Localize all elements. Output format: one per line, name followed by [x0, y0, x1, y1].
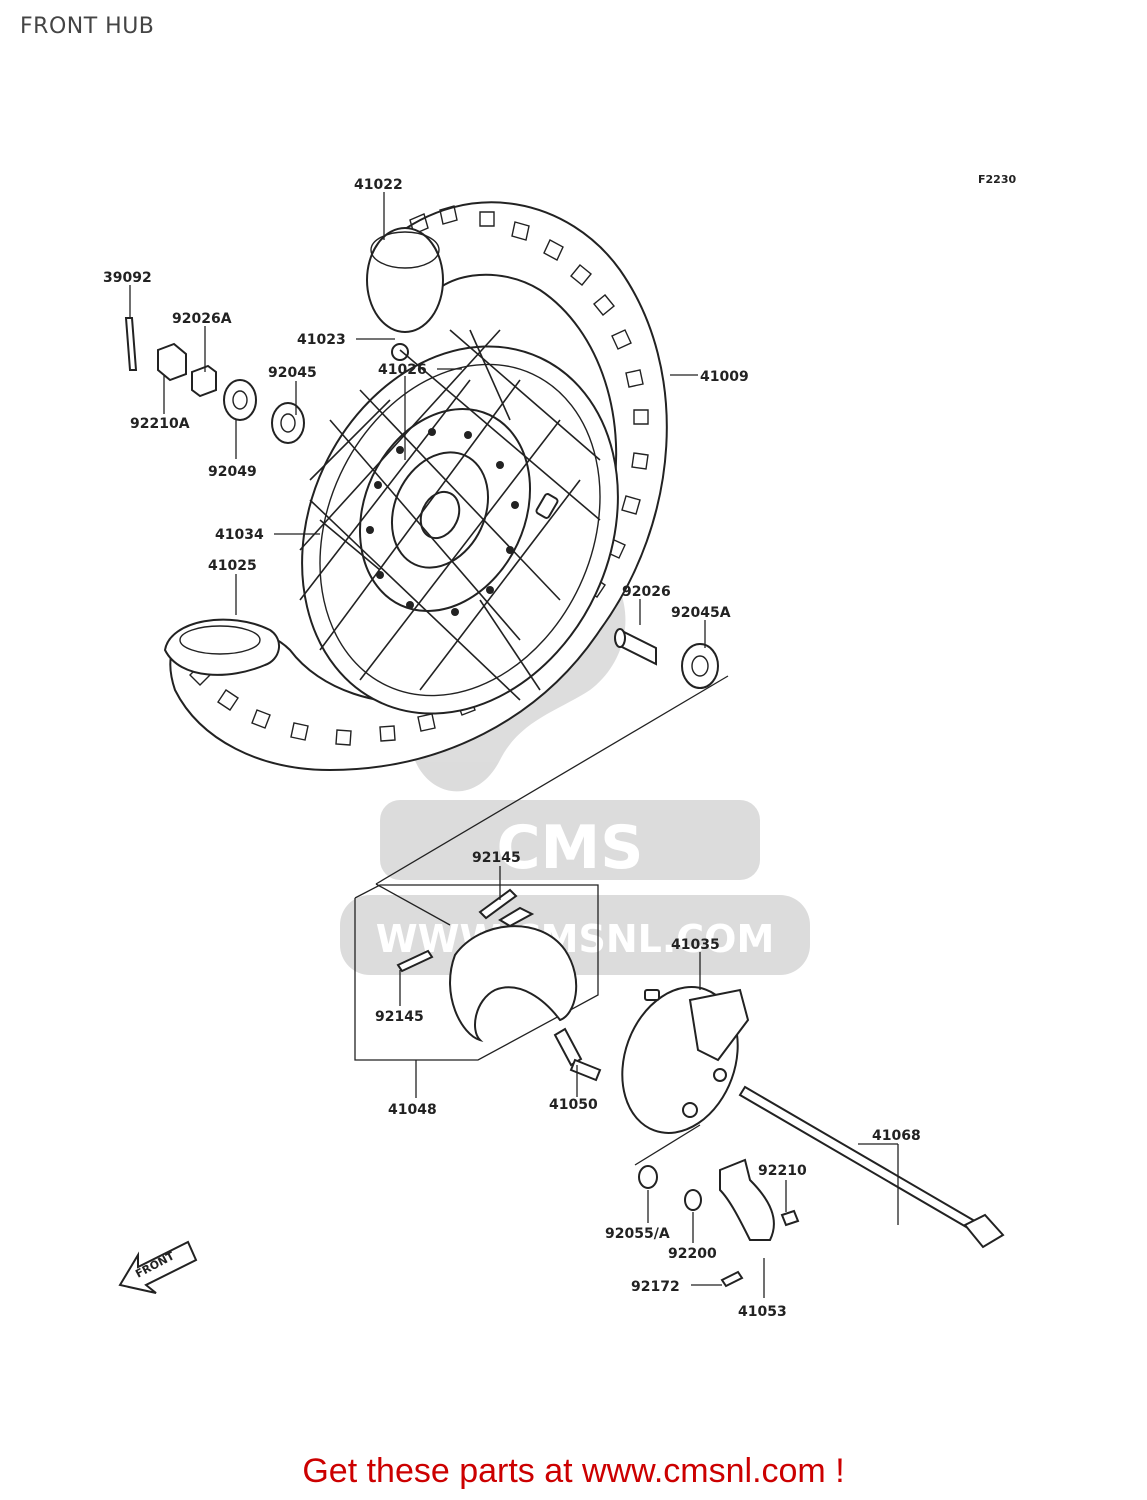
exploded-parts-diagram: CMS WWW.CMSNL.COM F2230 [103, 173, 1016, 1320]
brake-panel [621, 986, 750, 1134]
spacer-and-seal [614, 628, 719, 689]
part-label: 41068 [872, 1128, 921, 1144]
part-label: 92045A [671, 605, 731, 621]
part-label: 41050 [549, 1097, 598, 1113]
part-label: 92045 [268, 365, 317, 381]
part-labels: 41022 39092 92026A 41023 41026 92045 410… [103, 177, 921, 1320]
wheel-rim [299, 329, 619, 715]
projection-lines [375, 675, 729, 1166]
part-label: 41026 [378, 362, 427, 378]
part-label: 41035 [671, 937, 720, 953]
part-label: 92200 [668, 1246, 717, 1262]
front-direction-arrow: FRONT [118, 1240, 198, 1294]
brake-lever-parts [638, 1158, 800, 1288]
part-label: 92049 [208, 464, 257, 480]
brake-shoe-assembly [354, 884, 599, 1061]
part-label: 41053 [738, 1304, 787, 1320]
watermark-brand: CMS [497, 813, 644, 883]
part-label: 92172 [631, 1279, 680, 1295]
part-label: 41023 [297, 332, 346, 348]
page-title: FRONT HUB [20, 14, 155, 39]
part-label: 92055/A [605, 1226, 670, 1242]
call-to-action-link[interactable]: Get these parts at www.cmsnl.com ! [302, 1452, 845, 1490]
part-label: 92145 [375, 1009, 424, 1025]
part-label: 41034 [215, 527, 264, 543]
part-label: 41048 [388, 1102, 437, 1118]
part-label: 92026 [622, 584, 671, 600]
part-label: 41025 [208, 558, 257, 574]
part-label: 41009 [700, 369, 749, 385]
part-label: 92210 [758, 1163, 807, 1179]
leader-lines [129, 192, 899, 1298]
watermark-url: WWW.CMSNL.COM [376, 917, 775, 961]
axle [738, 1085, 1005, 1249]
brake-cam [553, 1027, 602, 1082]
part-label: 92210A [130, 416, 190, 432]
part-label: 92145 [472, 850, 521, 866]
part-label: 92026A [172, 311, 232, 327]
rim-band [163, 227, 444, 676]
part-label: 39092 [103, 270, 152, 286]
part-label: 41022 [354, 177, 403, 193]
figure-code: F2230 [978, 173, 1016, 186]
